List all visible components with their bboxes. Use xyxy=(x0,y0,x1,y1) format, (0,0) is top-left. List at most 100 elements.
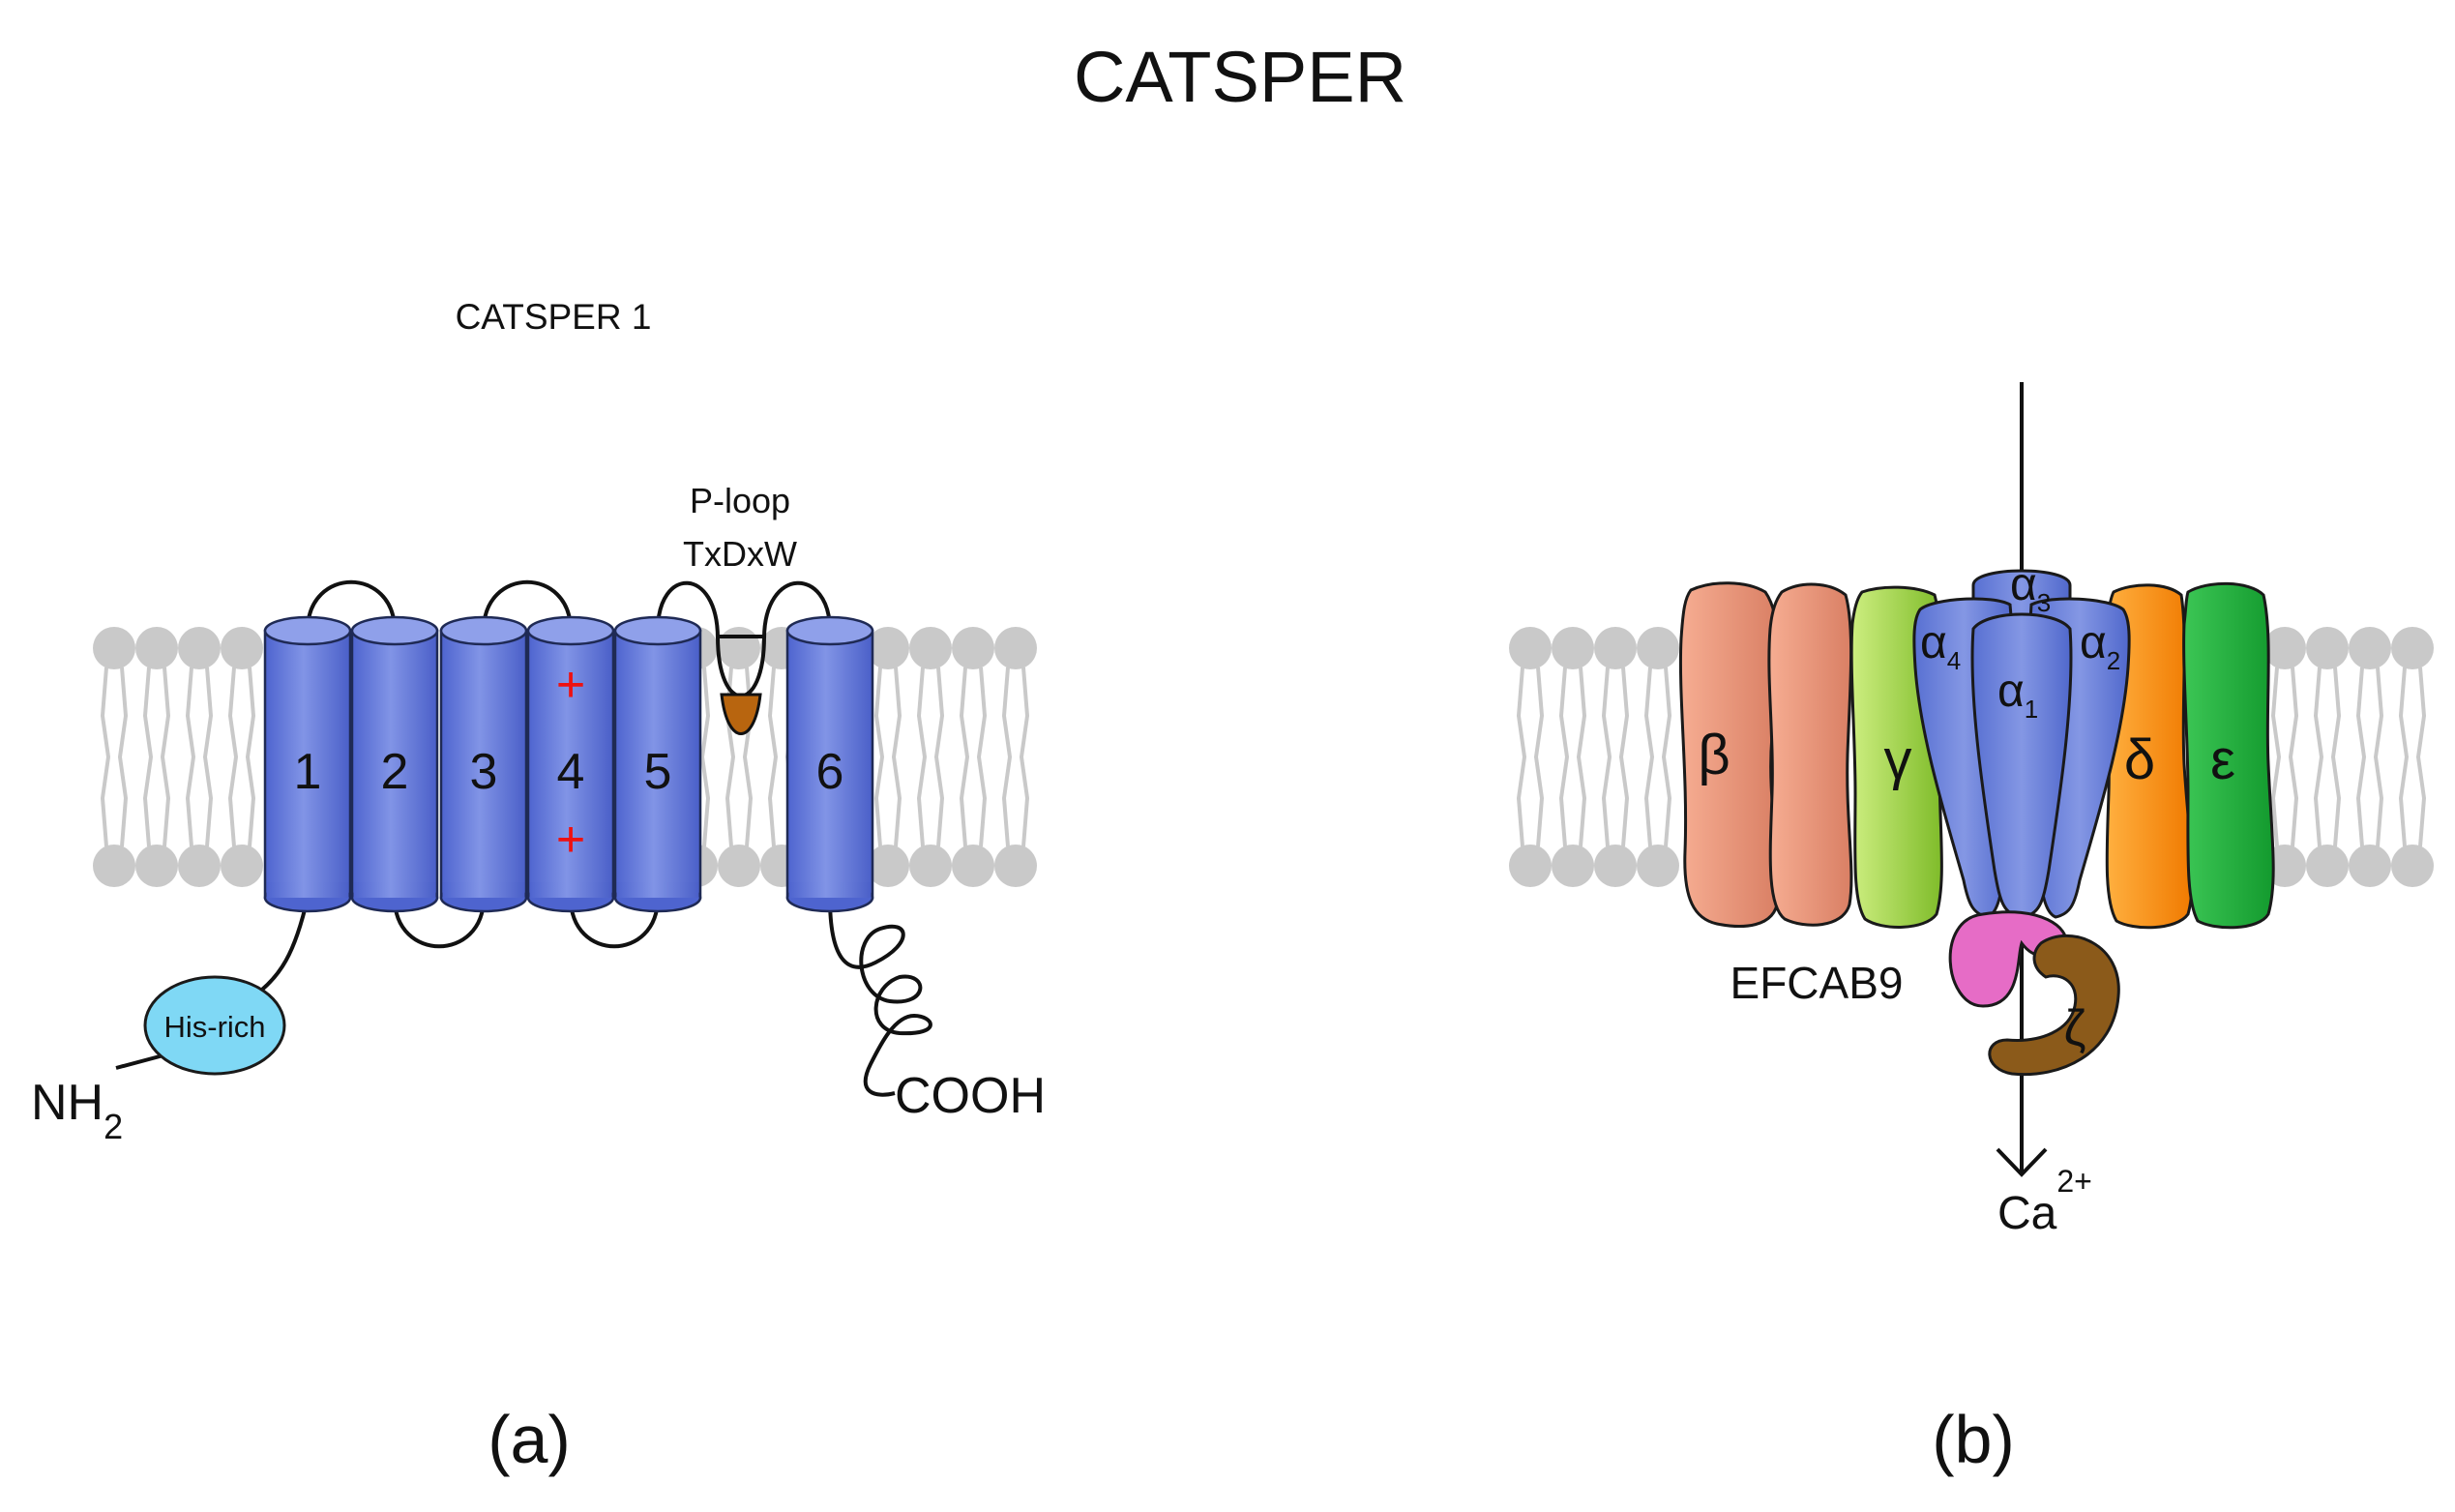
c-terminal-coil xyxy=(828,897,932,1097)
bilayer-a-lipid-tail xyxy=(933,667,945,847)
bilayer-a-lipid-tail xyxy=(100,667,111,847)
bilayer-b-lipid-head xyxy=(1552,845,1594,887)
bilayer-a-lipid-head xyxy=(135,627,178,669)
segment-join xyxy=(442,882,525,898)
bilayer-b-lipid-tail xyxy=(2288,667,2299,847)
bilayer-b-lipid-tail xyxy=(2355,667,2367,847)
bilayer-b-lipid-tail xyxy=(1533,667,1545,847)
bilayer-b-lipid-tail xyxy=(2398,667,2410,847)
alpha3-label: α3 xyxy=(2010,559,2051,617)
bilayer-b-lipid-head xyxy=(1637,845,1679,887)
bilayer-b-lipid-head xyxy=(2349,845,2391,887)
catsper1-label: CATSPER 1 xyxy=(456,297,652,337)
epsilon-subunit xyxy=(2182,581,2275,930)
loop-5-ploop xyxy=(656,580,720,639)
bilayer-a-lipid-tail xyxy=(245,667,256,847)
alpha4-label: α4 xyxy=(1920,617,1961,675)
segment-top-cap xyxy=(785,615,874,646)
bilayer-a-lipid-tail xyxy=(142,667,154,847)
delta-label: δ xyxy=(2124,728,2155,791)
segment-number: 1 xyxy=(294,744,322,800)
bilayer-b-lipid-head xyxy=(1509,845,1552,887)
bilayer-a-lipid-head xyxy=(909,627,952,669)
bilayer-a-lipid-head xyxy=(718,627,760,669)
bilayer-b-lipid-tail xyxy=(1601,667,1612,847)
bilayer-b-lipid-tail xyxy=(1576,667,1587,847)
panel-b: β γ δ ε α3 α4 α2 α1 EFCAB9 ζ xyxy=(1509,382,2434,1477)
ploop-label: P-loop xyxy=(690,481,790,520)
segment-top-cap xyxy=(350,615,439,646)
zeta-label: ζ xyxy=(2064,1000,2086,1056)
segment-top-cap xyxy=(439,615,528,646)
ploop-fill xyxy=(720,693,762,735)
bilayer-a-lipid-head xyxy=(93,845,135,887)
bilayer-a-lipid-tail xyxy=(767,667,779,847)
segment-top-cap xyxy=(526,615,615,646)
bilayer-b-lipid-tail xyxy=(2270,667,2282,847)
segment-number: 2 xyxy=(381,744,409,800)
segment-number: 3 xyxy=(470,744,498,800)
bilayer-a-lipid-head xyxy=(135,845,178,887)
segment-3: 3 xyxy=(439,615,528,913)
segment-join xyxy=(266,882,349,898)
his-rich-label: His-rich xyxy=(163,1010,265,1044)
bilayer-b-lipid-tail xyxy=(1558,667,1570,847)
segment-number: 4 xyxy=(557,744,585,800)
segment-join xyxy=(353,882,436,898)
bilayer-a-lipid-tail xyxy=(160,667,171,847)
segment-number: 5 xyxy=(644,744,672,800)
c-terminus-label: COOH xyxy=(895,1068,1046,1124)
segment-2: 2 xyxy=(350,615,439,913)
bilayer-b-lipid-tail xyxy=(1661,667,1672,847)
zeta-subunit xyxy=(1988,934,2120,1077)
segment-top-cap xyxy=(263,615,352,646)
figure-title: CATSPER xyxy=(1074,37,1406,117)
bilayer-b-lipid-tail xyxy=(1618,667,1630,847)
bilayer-b-lipid-head xyxy=(2306,845,2349,887)
bilayer-b-lipid-tail xyxy=(1516,667,1527,847)
bilayer-a-lipid-tail xyxy=(916,667,928,847)
segment-body xyxy=(263,629,352,900)
bilayer-b-lipid-head xyxy=(2306,627,2349,669)
charge-plus-top: + xyxy=(556,657,585,713)
segment-top-cap xyxy=(613,615,702,646)
segment-join xyxy=(616,882,699,898)
panel-a-label: (a) xyxy=(488,1402,571,1477)
bilayer-a-lipid-head xyxy=(221,627,263,669)
bilayer-a-lipid-tail xyxy=(117,667,129,847)
loop-4-5-bottom xyxy=(569,897,660,949)
alpha2-label: α2 xyxy=(2080,617,2120,675)
lipid-bilayer-b xyxy=(1509,627,2434,887)
efcab9-subunit xyxy=(1948,910,2067,1008)
bilayer-a-lipid-head xyxy=(718,845,760,887)
epsilon-label: ε xyxy=(2210,728,2235,791)
bilayer-a-lipid-head xyxy=(994,845,1037,887)
bilayer-a-lipid-tail xyxy=(185,667,196,847)
bilayer-b-lipid-tail xyxy=(2330,667,2342,847)
loop-2-3-bottom xyxy=(393,897,486,949)
segment-body xyxy=(613,629,702,900)
bilayer-b-lipid-head xyxy=(1594,627,1637,669)
beta-label: β xyxy=(1698,724,1730,786)
n-terminal-tail xyxy=(251,897,310,998)
bilayer-b-lipid-tail xyxy=(2313,667,2324,847)
bilayer-b-lipid-head xyxy=(2349,627,2391,669)
bilayer-a-lipid-tail xyxy=(699,667,711,847)
beta-subunit-right xyxy=(1767,582,1853,927)
segment-body xyxy=(526,629,615,900)
segment-4: 4 xyxy=(526,615,615,913)
bilayer-b-lipid-tail xyxy=(1643,667,1655,847)
bilayer-b-lipid-head xyxy=(1552,627,1594,669)
panel-b-label: (b) xyxy=(1932,1402,2015,1477)
bilayer-a-lipid-tail xyxy=(891,667,902,847)
segment-body xyxy=(439,629,528,900)
n-terminus-label: NH2 xyxy=(31,1075,123,1146)
segment-1: 1 xyxy=(263,615,352,913)
efcab9-label: EFCAB9 xyxy=(1730,958,1904,1008)
alpha1-subunit xyxy=(1970,612,2073,919)
bilayer-a-lipid-head xyxy=(994,627,1037,669)
segment-body xyxy=(350,629,439,900)
bilayer-b-lipid-tail xyxy=(2415,667,2427,847)
